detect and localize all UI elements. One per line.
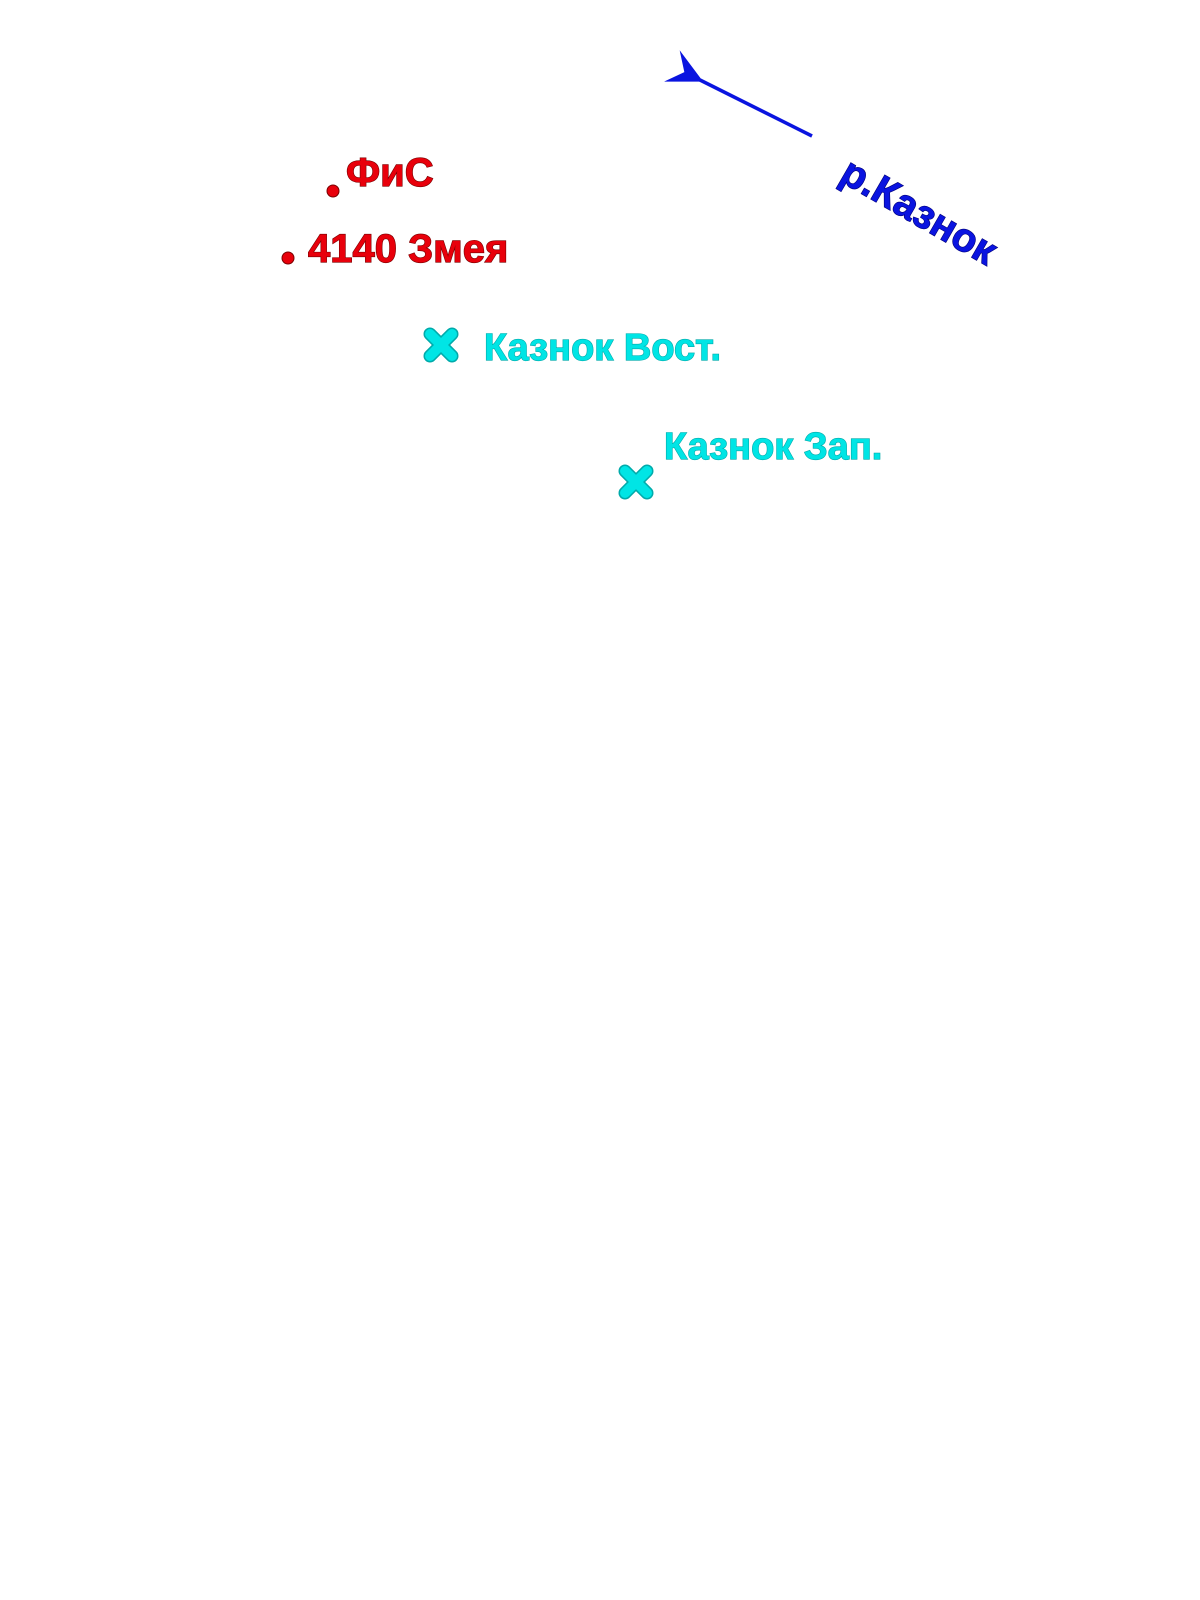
point-zmeya[interactable]: 4140 Змея xyxy=(281,226,509,272)
cross-marker xyxy=(423,327,459,363)
point-label-fis: ФиС xyxy=(346,151,434,195)
entrance-kaznok-vost[interactable]: Казнок Вост. xyxy=(423,326,722,370)
point-fis[interactable]: ФиС xyxy=(326,150,434,198)
arrow-icon xyxy=(663,50,813,138)
point-label-zmeya: 4140 Змея xyxy=(308,227,508,271)
river-label: р.Казнок xyxy=(834,150,1006,274)
cross-marker xyxy=(618,464,654,500)
dot-marker xyxy=(326,184,340,198)
dot-marker xyxy=(281,251,295,265)
entrance-label-kaznok-zap: Казнок Зап. xyxy=(664,426,882,468)
entrance-label-kaznok-vost: Казнок Вост. xyxy=(484,327,721,369)
river-kaznok[interactable]: р.Казнок xyxy=(663,50,1006,275)
entrance-kaznok-zap[interactable]: Казнок Зап. xyxy=(618,425,883,500)
